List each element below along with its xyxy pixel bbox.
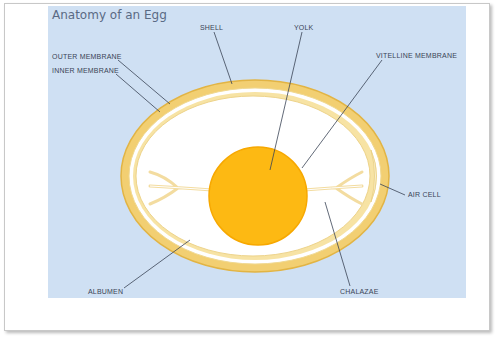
part-label: ALBUMEN xyxy=(88,288,123,295)
part-label: AIR CELL xyxy=(408,191,441,198)
part-label: INNER MEMBRANE xyxy=(52,67,119,74)
inner-membrane xyxy=(136,96,370,256)
part-label: OUTER MEMBRANE xyxy=(52,53,122,60)
outer-membrane xyxy=(129,88,381,264)
leader-lines xyxy=(116,32,405,288)
part-label: SHELL xyxy=(200,24,223,31)
diagram-title: Anatomy of an Egg xyxy=(52,8,167,22)
membrane-band xyxy=(133,92,377,260)
part-label: YOLK xyxy=(294,24,313,31)
air-cell xyxy=(371,150,377,202)
part-label: VITELLINE MEMBRANE xyxy=(376,52,457,59)
part-label: CHALAZAE xyxy=(340,288,379,295)
yolk xyxy=(209,147,307,245)
egg-shell xyxy=(121,80,389,272)
